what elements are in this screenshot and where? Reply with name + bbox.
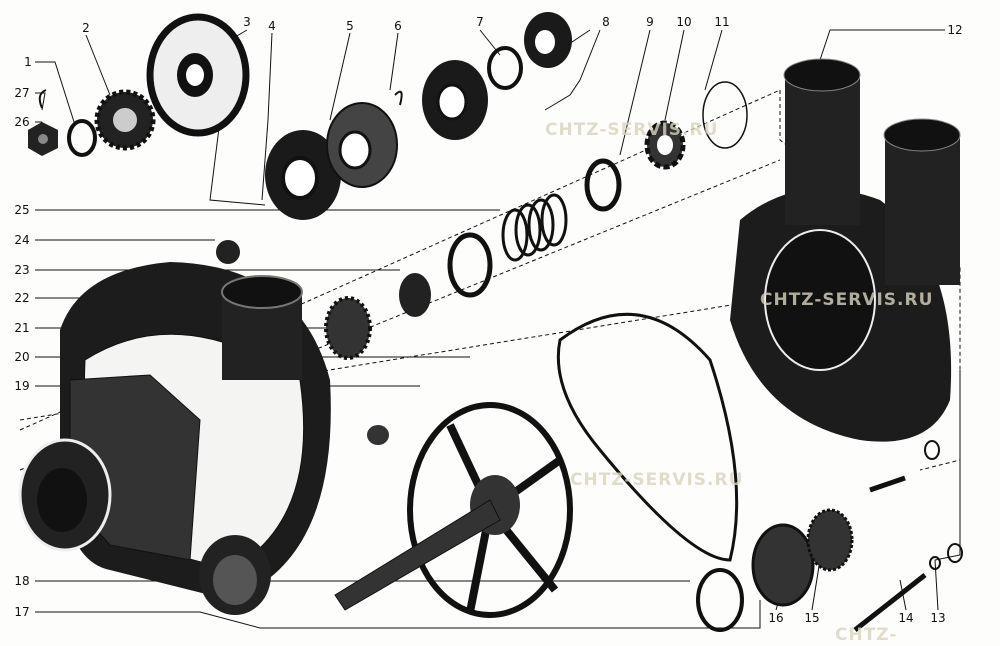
cover-pipe-left — [785, 75, 860, 225]
inlet-bore — [37, 468, 87, 532]
lock-washer — [929, 556, 941, 570]
label-6: 6 — [394, 19, 402, 33]
bearing-small-bore — [535, 30, 555, 54]
cover-pipe-right-opening — [883, 118, 961, 152]
label-14: 14 — [898, 611, 914, 625]
gasket-part-20 — [556, 312, 739, 562]
cover-pipe-right — [885, 135, 960, 285]
washer-part-7 — [487, 46, 523, 90]
gasket-ring — [696, 568, 744, 632]
label-10: 10 — [676, 15, 692, 29]
fitting-part-16 — [751, 523, 815, 607]
cover-bore — [764, 229, 876, 371]
bearing-bore — [281, 156, 319, 200]
fitting-part-15 — [806, 508, 854, 572]
shaft-part-18 — [334, 499, 501, 611]
label-8: 8 — [602, 15, 610, 29]
ring-seal — [447, 232, 493, 298]
label-12: 12 — [947, 23, 963, 37]
label-2: 2 — [82, 21, 90, 35]
outlet-opening — [221, 275, 303, 309]
label-23: 23 — [14, 263, 30, 277]
label-21: 21 — [14, 321, 30, 335]
label-9: 9 — [646, 15, 654, 29]
spring-part-25 — [501, 193, 568, 262]
label-15: 15 — [804, 611, 820, 625]
label-19: 19 — [14, 379, 30, 393]
seal-part-21 — [324, 296, 372, 360]
impeller-part-19 — [407, 402, 573, 618]
plug-part-24 — [216, 240, 240, 264]
nut-hole — [38, 134, 48, 144]
watermark: CHTZ-SERVIS.RU — [835, 625, 945, 646]
seal-bore — [338, 130, 372, 170]
bearing-large-bore — [436, 83, 468, 121]
label-22: 22 — [14, 291, 30, 305]
label-16: 16 — [768, 611, 784, 625]
o-ring-part-11 — [702, 81, 748, 149]
nut-10-bore — [657, 135, 673, 155]
seal-part-23 — [399, 273, 431, 317]
washer-part-13 — [947, 543, 963, 563]
bolt-part-14 — [853, 573, 927, 632]
drain-bore — [213, 555, 257, 605]
watermark: CHTZ-SERVIS.RU — [760, 290, 934, 310]
label-17: 17 — [14, 605, 30, 619]
cover-pipe-left-opening — [783, 58, 861, 92]
label-18: 18 — [14, 574, 30, 588]
label-13: 13 — [930, 611, 946, 625]
label-24: 24 — [14, 233, 30, 247]
retaining-ring-part-6 — [394, 90, 403, 106]
ring-part-9 — [584, 158, 622, 212]
label-26: 26 — [14, 115, 30, 129]
label-3: 3 — [243, 15, 251, 29]
label-5: 5 — [346, 19, 354, 33]
washer-upper — [924, 440, 940, 460]
label-20: 20 — [14, 350, 30, 364]
gear-bore — [113, 108, 137, 132]
cotter-pin-part-27 — [38, 89, 47, 109]
watermark: CHTZ-SERVIS.RU — [545, 120, 719, 140]
label-7: 7 — [476, 15, 484, 29]
label-1: 1 — [24, 55, 32, 69]
label-11: 11 — [714, 15, 730, 29]
pulley-bore — [186, 64, 204, 86]
plug-small — [367, 425, 389, 445]
label-4: 4 — [268, 19, 276, 33]
label-27: 27 — [14, 86, 30, 100]
washer-part-1 — [67, 119, 97, 157]
watermark: CHTZ-SERVIS.RU — [570, 470, 744, 490]
label-25: 25 — [14, 203, 30, 217]
bolt-small — [869, 475, 906, 493]
